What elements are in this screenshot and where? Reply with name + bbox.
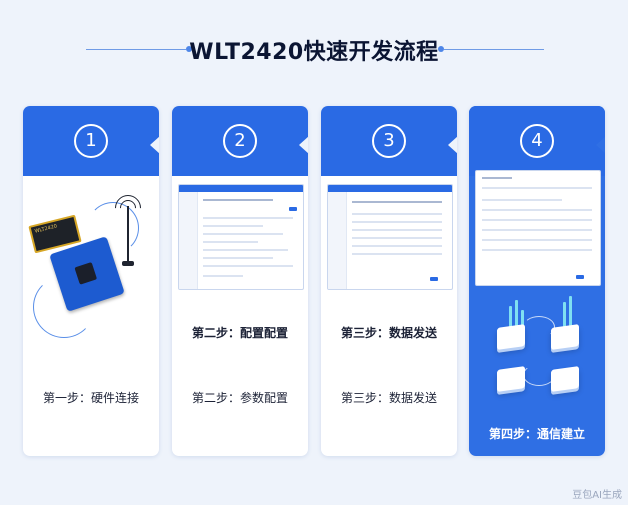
connection-row	[482, 199, 562, 201]
data-bar	[515, 300, 518, 330]
connection-arc-right	[87, 202, 139, 254]
step-header-4: 4	[469, 106, 605, 176]
step-card-4[interactable]: 4 第四步：通信建立	[469, 106, 605, 456]
step-caption-4: 第四步：通信建立	[488, 427, 585, 441]
send-row	[352, 229, 442, 231]
data-bar	[521, 310, 524, 330]
send-row	[352, 221, 442, 223]
send-row	[352, 213, 442, 215]
antenna-icon	[127, 206, 129, 266]
title-dot-right	[438, 46, 444, 52]
data-bar	[509, 306, 512, 330]
config-row	[203, 241, 258, 243]
send-row	[352, 201, 442, 203]
config-screenshot	[178, 184, 304, 290]
connection-row	[482, 249, 592, 251]
config-row	[203, 225, 263, 227]
connection-row	[482, 177, 512, 179]
module-label: WLT2420	[34, 223, 58, 235]
config-row	[203, 257, 273, 259]
data-bar	[563, 302, 566, 330]
config-row	[203, 275, 243, 277]
step-notch-3	[448, 136, 457, 154]
step-card-1[interactable]: 1 WLT2420 第一步：硬件连接	[23, 106, 159, 456]
config-row	[203, 199, 273, 201]
config-screenshot-sidebar	[179, 192, 198, 289]
connection-row	[482, 229, 592, 231]
step-notch-1	[150, 136, 159, 154]
config-row	[203, 265, 293, 267]
config-row	[203, 233, 283, 235]
step-caption-1: 第一步：硬件连接	[42, 391, 139, 405]
data-cube-icon	[497, 366, 525, 392]
step-number-4: 4	[520, 124, 554, 158]
title-line-right	[444, 49, 544, 50]
data-bar	[569, 296, 572, 330]
step-notch-4	[596, 136, 605, 154]
chip-icon	[74, 262, 98, 285]
step-header-3: 3	[321, 106, 457, 176]
step-number-2: 2	[223, 124, 257, 158]
antenna-base	[122, 261, 134, 266]
connection-row	[482, 209, 592, 211]
send-row	[352, 237, 442, 239]
step-card-2[interactable]: 2 第二步：配置配置 第二步：参数配置	[172, 106, 308, 456]
data-cube-icon	[551, 324, 579, 350]
step-heading-3: 第三步：数据发送	[340, 326, 437, 340]
page-title: WLT2420快速开发流程	[189, 40, 439, 65]
config-button	[289, 207, 297, 211]
send-row	[352, 245, 442, 247]
watermark: 豆包AI生成	[572, 490, 622, 501]
send-row	[352, 253, 442, 255]
config-row	[203, 249, 288, 251]
step-caption-3: 第三步：数据发送	[340, 391, 437, 405]
title-dot-left	[186, 46, 192, 52]
data-cube-icon	[551, 366, 579, 392]
flow-line-icon	[523, 364, 555, 386]
step-card-3[interactable]: 3 第三步：数据发送 第三步：数据发送	[321, 106, 457, 456]
data-cube-icon	[497, 324, 525, 350]
step-number-3: 3	[372, 124, 406, 158]
title-line-left	[86, 49, 186, 50]
connection-button	[576, 275, 584, 279]
send-screenshot-bar	[328, 185, 452, 192]
config-row	[203, 217, 293, 219]
config-screenshot-bar	[179, 185, 303, 192]
step-header-2: 2	[172, 106, 308, 176]
step-caption-2: 第二步：参数配置	[191, 391, 288, 405]
connection-screenshot	[475, 170, 601, 286]
step-notch-2	[299, 136, 308, 154]
connection-row	[482, 219, 592, 221]
step-number-1: 1	[74, 124, 108, 158]
send-button	[430, 277, 438, 281]
step-heading-2: 第二步：配置配置	[191, 326, 288, 340]
connection-row	[482, 239, 592, 241]
send-screenshot-sidebar	[328, 192, 347, 289]
connection-row	[482, 187, 592, 189]
step-header-1: 1	[23, 106, 159, 176]
flow-line-icon	[523, 316, 555, 338]
send-screenshot	[327, 184, 453, 290]
page-header: WLT2420快速开发流程	[0, 28, 628, 68]
connection-arc-left	[33, 276, 95, 338]
